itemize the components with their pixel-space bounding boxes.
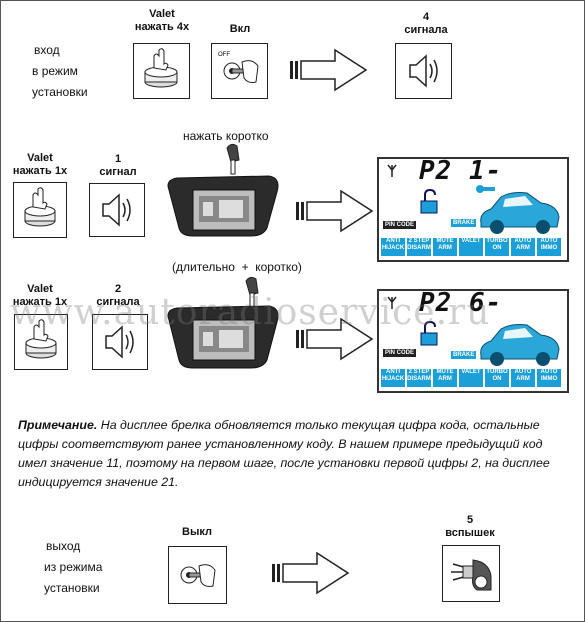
lcd-btn-anti-hijack: ANTI HIJACK (381, 369, 405, 387)
lcd-btn-valet: VALET (459, 238, 483, 256)
valet-1x-label: Valet нажать 1х (12, 152, 68, 177)
lcd-btn-anti-hijack: ANTI HIJACK (381, 238, 405, 256)
finger-press-icon (24, 187, 56, 227)
valet-button-picture (133, 43, 190, 99)
lcd-display-1: P2 1- BRAKE PIN CODE ANTI HIJACK 2 STEP … (377, 156, 569, 262)
on-label: Вкл (229, 23, 251, 35)
signals-4-label: 4 сигнала (404, 11, 448, 36)
lcd-btn-2step-disarm: 2 STEP DISARM (407, 369, 431, 387)
svg-text:OFF: OFF (218, 52, 230, 58)
car-icon (480, 324, 560, 366)
siren-picture (395, 43, 452, 99)
lcd-btn-2step-disarm: 2 STEP DISARM (407, 238, 431, 256)
arrow-right-3 (296, 318, 374, 361)
press-long-short-label: (длительно + коротко) (172, 260, 302, 274)
lcd-btn-auto-arm: AUTO ARM (511, 238, 535, 256)
lcd-btn-turbo-on: TURBO ON (485, 369, 509, 387)
siren-icon (105, 325, 134, 359)
ignition-key-icon: OFF (218, 52, 259, 83)
valet-button-picture-2 (13, 182, 67, 238)
off-label: Выкл (182, 526, 212, 538)
signal-1-label: 1 сигнал (99, 153, 137, 178)
note-paragraph: Примечание. На дисплее брелка обновляетс… (18, 416, 568, 492)
finger-pointer-icon-2 (245, 276, 259, 308)
lcd-btn-turbo-on: TURBO ON (485, 238, 509, 256)
turn-signal-picture (442, 545, 500, 602)
note-text: На дисплее брелка обновляется только тек… (18, 418, 550, 489)
brake-indicator: BRAKE (451, 219, 477, 227)
lcd-btn-mute-arm: MUTE ARM (433, 238, 457, 256)
flashes-5-label: 5 вспышек (445, 514, 495, 539)
ignition-key-icon (180, 564, 216, 587)
pin-code-label: PIN CODE (383, 221, 417, 229)
valet-button-picture-3 (14, 314, 68, 370)
finger-press-icon (25, 319, 57, 359)
valet-4x-label: Valet нажать 4х (134, 8, 190, 33)
siren-picture-3 (92, 314, 148, 370)
lcd-code-digits: P2 6- (419, 288, 503, 318)
finger-pointer-icon (226, 143, 240, 175)
valet-1x-label-2: Valet нажать 1х (12, 283, 68, 308)
pin-code-label: PIN CODE (383, 349, 417, 357)
siren-icon (102, 193, 131, 227)
arrow-right-2 (296, 190, 374, 233)
siren-picture-2 (89, 183, 145, 237)
ignition-on-picture: OFF (211, 43, 268, 99)
press-short-label: нажать коротко (183, 129, 269, 143)
key-fob-2 (167, 305, 279, 369)
antenna-icon (387, 296, 397, 309)
lock-open-icon (420, 321, 438, 346)
key-fob-1 (167, 175, 279, 237)
lock-open-icon (420, 189, 438, 214)
enter-mode-text: вход в режим установки (32, 43, 88, 99)
arrow-right-4 (272, 552, 350, 595)
lcd-btn-auto-immo: AUTO IMMO (537, 238, 561, 256)
watermark: www.autoradioservice.ru (10, 292, 491, 333)
lcd-btn-mute-arm: MUTE ARM (433, 369, 457, 387)
turn-signal-icon (451, 559, 492, 591)
key-icon (476, 185, 495, 193)
siren-icon (409, 54, 438, 88)
ignition-off-picture (168, 546, 227, 604)
lcd-code-digits: P2 1- (419, 156, 503, 186)
signal-2-label: 2 сигнала (96, 283, 140, 308)
lcd-btn-auto-arm: AUTO ARM (511, 369, 535, 387)
note-title: Примечание. (18, 418, 98, 432)
lcd-display-2: P2 6- BRAKE PIN CODE ANTI HIJACK 2 STEP … (377, 288, 569, 393)
brake-indicator: BRAKE (451, 351, 477, 359)
antenna-icon (387, 164, 397, 177)
lcd-btn-valet: VALET (459, 369, 483, 387)
lcd-btn-auto-immo: AUTO IMMO (537, 369, 561, 387)
exit-mode-text: выход из режима установки (44, 539, 103, 595)
finger-press-icon (144, 48, 178, 88)
arrow-right-1 (290, 48, 368, 92)
car-icon (480, 192, 560, 234)
